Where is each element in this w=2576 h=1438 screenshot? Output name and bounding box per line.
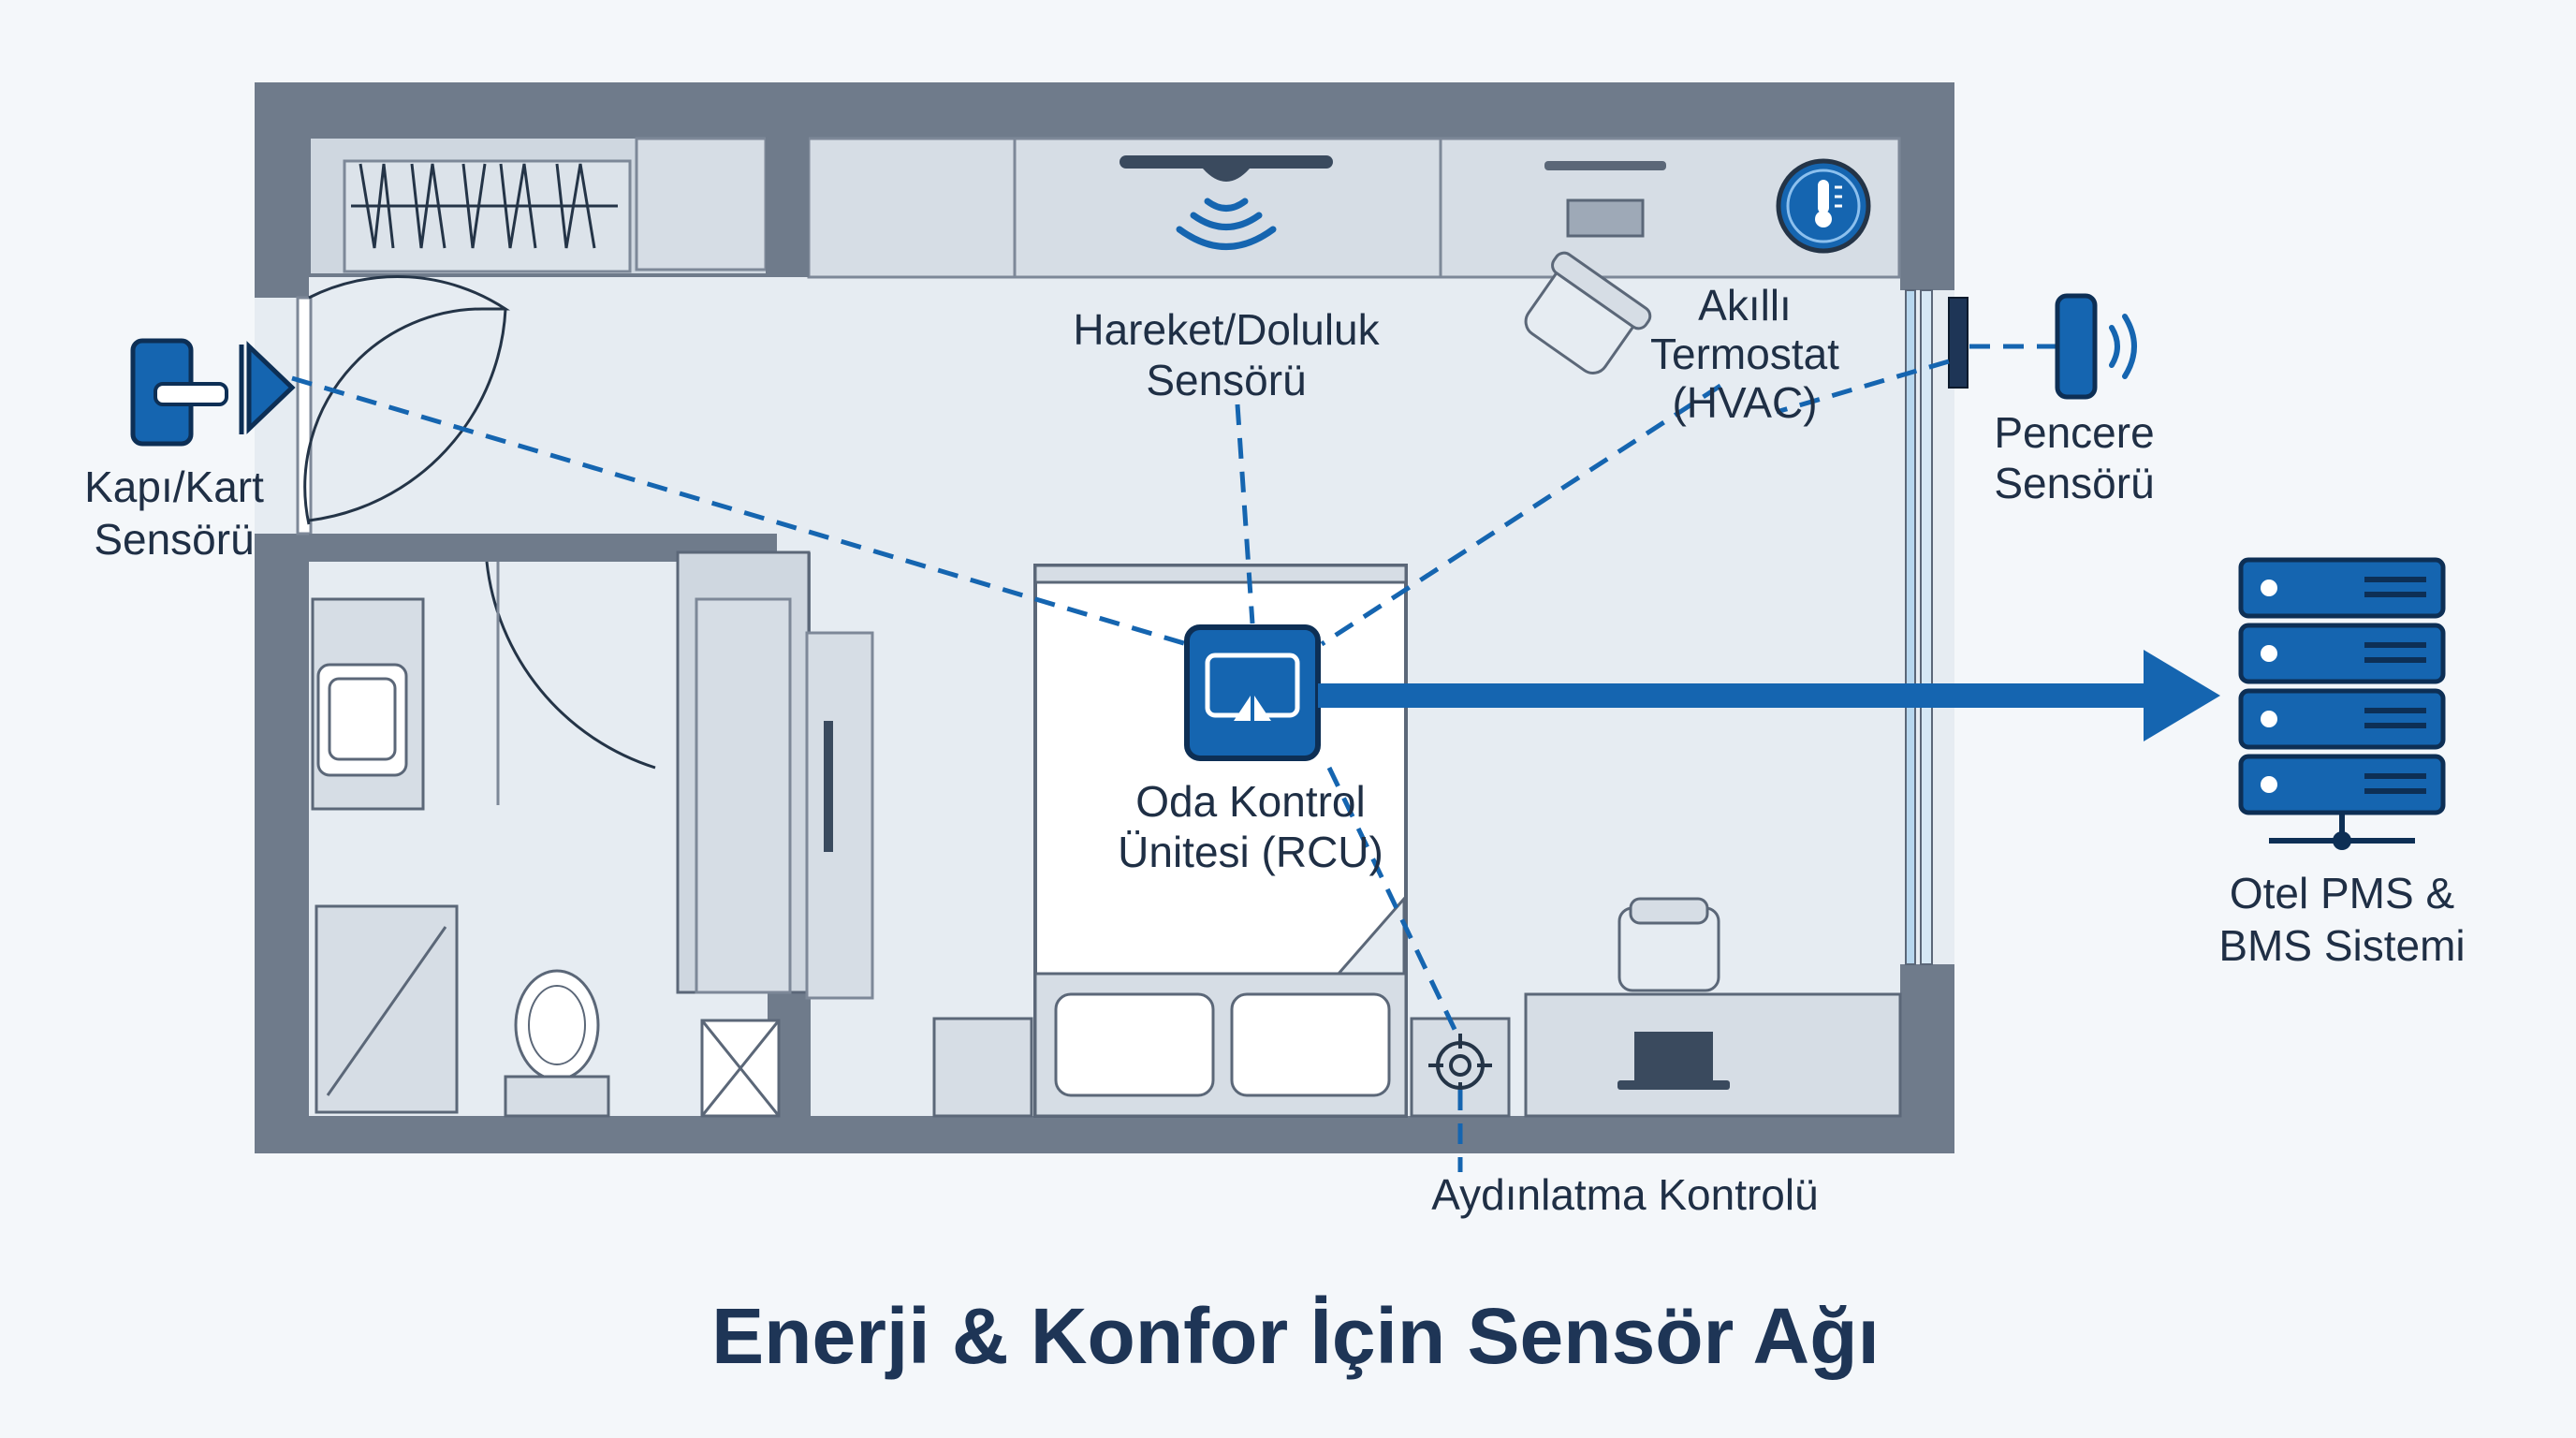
tv-unit (805, 631, 874, 1000)
rcu-unit-icon (1184, 624, 1321, 761)
floor-plan (255, 82, 1969, 1153)
sensor-links (291, 344, 2057, 1172)
motion-sensor-label-line1: Hareket/Doluluk (1073, 305, 1380, 354)
link-thermostat-rcu (1320, 383, 1722, 647)
nightstand-left (932, 1017, 1033, 1118)
closet (676, 550, 811, 1118)
motion-wave-icon (1176, 198, 1277, 250)
labels: Kapı/Kart Sensörü Hareket/Doluluk Sensör… (84, 281, 2466, 1380)
window (1900, 289, 1969, 965)
thermostat-label-line1: Akıllı (1698, 281, 1792, 330)
server-unit-3 (2238, 688, 2446, 750)
shelf-lamp (1544, 161, 1666, 238)
lighting-control-label: Aydınlatma Kontrolü (1431, 1170, 1818, 1219)
motion-sensor-dome (1203, 169, 1250, 182)
server-unit-2 (2238, 623, 2446, 684)
thermometer-icon (1776, 158, 1871, 254)
top-cabinets (307, 135, 1902, 279)
desk (1524, 897, 1902, 1118)
armchair (1524, 251, 1652, 374)
diagram-title: Enerji & Konfor İçin Sensör Ağı (711, 1292, 1880, 1380)
sink (316, 663, 408, 777)
motion-sensor-label-line2: Sensörü (1146, 356, 1306, 404)
hangers (351, 163, 618, 249)
toilet (504, 969, 610, 1118)
thermostat-label-line2: Termostat (1650, 330, 1839, 378)
window-sensor-label-line2: Sensörü (1994, 459, 2154, 507)
motion-sensor-device (1120, 155, 1333, 182)
window-sensor-block (1948, 297, 1969, 389)
server-unit-1 (2238, 557, 2446, 619)
pillow-right (1230, 992, 1391, 1097)
desk-chair (1617, 897, 1720, 992)
pillow-left (1054, 992, 1215, 1097)
pms-label-line1: Otel PMS & (2230, 869, 2454, 917)
bed (1033, 564, 1408, 1118)
rcu-to-pms-arrow (1318, 650, 2220, 741)
link-rcu-lighting (1326, 766, 1463, 1043)
thermostat-label-line3: (HVAC) (1672, 378, 1817, 427)
lighting-control-icon (1428, 1034, 1492, 1097)
link-motion-rcu (1235, 404, 1255, 624)
pms-label-line2: BMS Sistemi (2218, 921, 2465, 970)
laptop (1634, 1032, 1713, 1080)
rcu-label-line1: Oda Kontrol (1135, 777, 1365, 826)
door-sensor-label-line2: Sensörü (94, 515, 254, 564)
rcu-label-line2: Ünitesi (RCU) (1118, 828, 1383, 876)
server-unit-4 (2238, 754, 2446, 815)
window-sensor-icon (2055, 293, 2137, 400)
link-door-rcu (291, 375, 1188, 647)
link-window-thermostat (1776, 359, 1950, 415)
window-sensor-label-line1: Pencere (1994, 408, 2154, 457)
door-sensor-label-line1: Kapı/Kart (84, 462, 264, 511)
server-rack-icon (2238, 557, 2446, 850)
door-card-sensor-icon (130, 338, 296, 447)
